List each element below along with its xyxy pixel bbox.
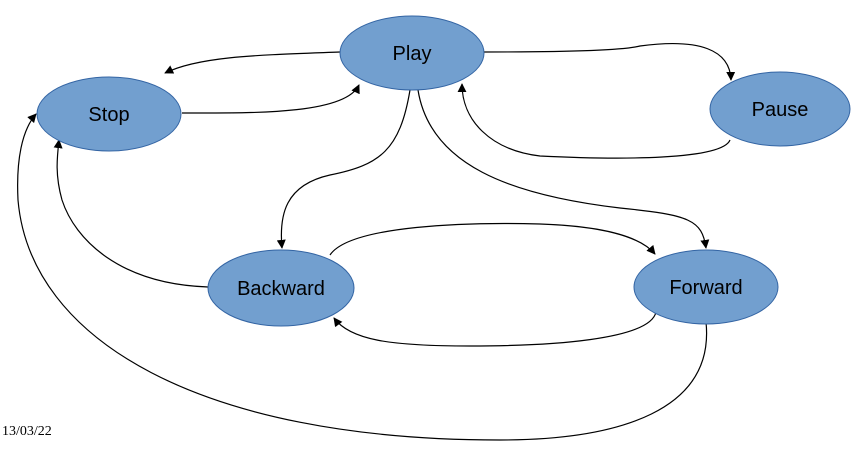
state-stop[interactable]: Stop	[36, 76, 182, 152]
edge-forward-to-stop	[17, 113, 708, 441]
state-play-label: Play	[393, 43, 432, 65]
state-stop-label: Stop	[88, 104, 129, 126]
state-backward[interactable]: Backward	[207, 249, 355, 327]
state-pause[interactable]: Pause	[709, 71, 851, 147]
state-backward-label: Backward	[237, 278, 325, 300]
state-forward-label: Forward	[669, 277, 742, 299]
state-play[interactable]: Play	[339, 15, 485, 91]
state-pause-label: Pause	[752, 99, 809, 121]
edge-play-to-stop	[164, 51, 341, 74]
edge-play-to-forward	[417, 89, 710, 249]
edge-play-to-pause	[483, 43, 736, 81]
edge-pause-to-play	[457, 83, 731, 159]
footer-date: 13/03/22	[2, 424, 52, 439]
edge-play-to-backward	[276, 89, 411, 249]
state-forward[interactable]: Forward	[633, 249, 779, 325]
edge-backward-to-forward	[329, 222, 656, 256]
edge-forward-to-backward	[333, 311, 657, 347]
edge-backward-to-stop	[53, 139, 209, 288]
edge-stop-to-play	[181, 84, 360, 114]
